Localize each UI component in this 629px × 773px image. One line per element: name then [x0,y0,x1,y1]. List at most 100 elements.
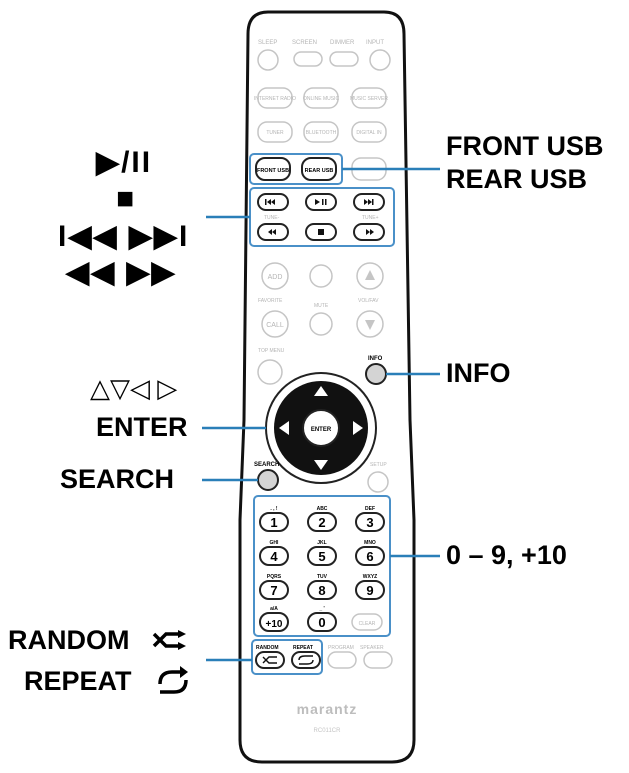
bluetooth-label: BLUETOOTH [306,130,337,136]
clear-button[interactable] [351,613,383,631]
sleep-button [293,51,323,67]
mute-label: MUTE [314,303,329,309]
random-callout: RANDOM [8,625,130,655]
volume-up-icon [365,270,375,280]
info-small-label: INFO [368,356,383,362]
favorite-label: FAVORITE [258,298,283,304]
repeat-small-label: REPEAT [293,645,313,651]
cursor-callout: △▽◁ ▷ [90,373,178,403]
digit-button-8[interactable] [307,580,337,600]
add-label: ADD [268,274,283,281]
transport-icons [265,199,374,235]
rewind-icon [268,229,272,235]
digit-button-2[interactable] [307,512,337,532]
power-button [257,49,279,71]
digit-label: 7 [270,583,277,598]
digit-label: 6 [366,549,373,564]
front-usb-callout: FRONT USB [446,131,604,161]
number-pad[interactable]: 1. , !2ABC3DEF4GHI5JKL6MNO7PQRS8TUV9WXYZ… [259,506,385,632]
online-music-label: ONLINE MUSIC [303,96,340,102]
tuner-label: TUNER [266,130,284,136]
search-small-label: SEARCH [254,462,279,468]
setup-button[interactable] [367,471,389,493]
call-label: CALL [266,322,284,329]
fast-forward-icon [366,229,370,235]
play-pause-button [305,193,337,211]
digit-button-3[interactable] [355,512,385,532]
number-pad-highlight-box [253,495,391,637]
search-button[interactable] [257,469,279,491]
call-button [261,310,289,338]
random-small-icon [262,656,277,664]
dimmer-label: DIMMER [330,40,355,46]
top-row-buttons[interactable] [257,49,391,71]
digit-button-9[interactable] [355,580,385,600]
random-button[interactable] [255,651,285,669]
repeat-small-icon [298,655,314,665]
digit-letters-label: ABC [317,506,328,512]
tune-minus-label: TUNE- [264,215,280,221]
digit-label: 4 [270,549,278,564]
digit-label: 0 [318,615,325,630]
digit-button-5[interactable] [307,546,337,566]
sleep-label: SLEEP [258,40,277,46]
digit-letters-label: WXYZ [363,574,377,580]
front-usb-button[interactable] [255,157,291,181]
top-menu-label: TOP MENU [258,348,285,354]
online-music-button [303,87,339,109]
volume-down-icon [365,320,375,330]
program-label: PROGRAM [328,645,354,651]
enter-small-label: ENTER [311,427,332,433]
digit-button-1[interactable] [259,512,289,532]
digit-letters-label: _ ' [318,606,324,612]
cursor-pad[interactable] [265,372,377,484]
source-buttons[interactable] [257,87,387,143]
top-row-labels: SLEEP SCREEN DIMMER INPUT [258,40,384,46]
rear-usb-callout: REAR USB [446,164,588,194]
rear-usb-button[interactable] [301,157,337,181]
info-callout: INFO [446,358,511,388]
digit-button-7[interactable] [259,580,289,600]
play-pause-callout: ▶/II [96,146,153,179]
input-label: INPUT [366,40,384,46]
clear-label: CLEAR [359,621,376,627]
play-pause-icon [315,199,320,205]
info-button[interactable] [365,363,387,385]
music-server-button [351,87,387,109]
digit-label: 3 [366,515,373,530]
setup-label: SETUP [370,462,387,468]
skip-back-icon [265,199,267,205]
speaker-button[interactable] [363,651,393,669]
enter-button [302,409,340,447]
program-button[interactable] [327,651,357,669]
add-button [261,262,289,290]
dimmer-button [329,51,359,67]
mid-buttons[interactable] [261,262,384,338]
digit-letters-label: MNO [364,540,376,546]
digit-label: 1 [270,515,277,530]
digit-letters-label: DEF [365,506,375,512]
tune-plus-label: TUNE+ [362,215,379,221]
speaker-label: SPEAKER [360,645,384,651]
tuner-button [257,121,293,143]
digit-label: 8 [318,583,325,598]
digit-button-6[interactable] [355,546,385,566]
digit-button-0[interactable] [307,612,337,632]
digital-in-button [351,121,387,143]
top-menu-button[interactable] [257,359,283,385]
digit-button-plus10[interactable] [259,612,289,632]
cursor-left-icon [279,421,289,435]
digit-letters-label: PQRS [267,574,282,580]
digit-label: 5 [318,549,325,564]
digit-label: +10 [266,619,283,630]
digit-label: 9 [366,583,373,598]
input-button [369,49,391,71]
repeat-button[interactable] [291,651,321,669]
source-button-labels: INTERNET RADIO ONLINE MUSIC MUSIC SERVER… [254,96,388,136]
brand-logo: marantz [297,701,358,717]
volume-up-button [356,262,384,290]
digit-button-4[interactable] [259,546,289,566]
front-usb-small-label: FRONT USB [257,168,289,174]
stop-icon [318,229,324,235]
